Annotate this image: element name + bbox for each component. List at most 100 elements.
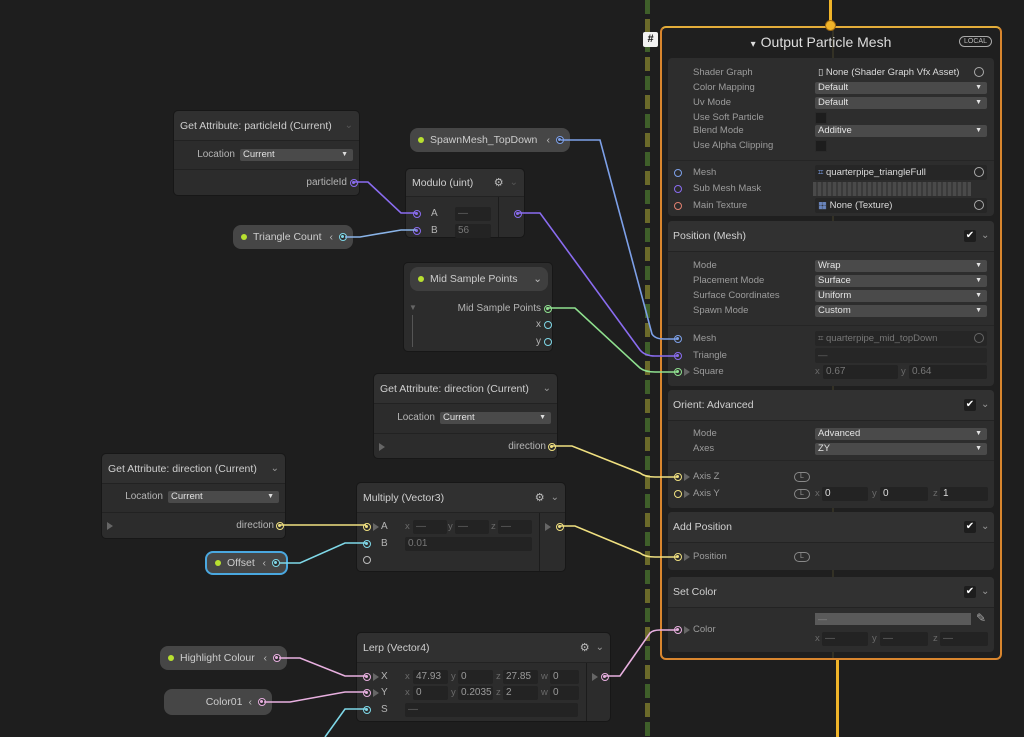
color-port[interactable] [674,626,682,634]
object-picker-icon[interactable] [974,200,984,210]
chevron-down-icon[interactable]: ⌄ [550,492,559,503]
surface-coordinates-dropdown[interactable]: Uniform▼ [815,290,987,302]
chevron-down-icon[interactable]: ⌄ [981,230,990,241]
space-local-badge[interactable]: L [794,489,810,499]
block-add-position[interactable]: Add Position ✔ ⌄ Position L [668,512,994,570]
property-highlight-colour[interactable]: Highlight Colour ‹ [160,646,287,670]
expand-triangle-icon[interactable] [545,523,551,531]
lerp-vector4-node[interactable]: Lerp (Vector4) ⚙ ⌄ X x 47.93 y 0 z 27.85… [356,632,611,722]
property-triangle-count[interactable]: Triangle Count ‹ [233,225,353,249]
property-offset[interactable]: Offset ‹ [205,551,288,575]
location-dropdown[interactable]: Current▼ [440,412,551,424]
main-texture-port[interactable] [674,202,682,210]
chevron-down-icon[interactable]: ⌄ [509,177,518,188]
axis-z-port[interactable] [674,473,682,481]
chevron-down-icon[interactable]: ⌄ [981,399,990,410]
expand-triangle-icon[interactable] [684,553,690,561]
vector4-output-port[interactable] [258,698,266,706]
edge-direction-to-axis-z[interactable] [551,445,678,478]
orient-mode-dropdown[interactable]: Advanced▼ [815,428,987,440]
axis-y-port[interactable] [674,490,682,498]
add-input-port[interactable] [363,556,371,564]
placement-mode-dropdown[interactable]: Surface▼ [815,275,987,287]
chevron-left-icon[interactable]: ‹ [546,134,551,146]
shader-graph-field[interactable]: ▯ None (Shader Graph Vfx Asset) [815,65,987,80]
expand-triangle-icon[interactable] [379,443,385,451]
location-dropdown[interactable]: Current▼ [240,149,353,161]
input-port-x[interactable] [363,673,371,681]
particleid-output-port[interactable] [350,179,358,187]
block-position-mesh[interactable]: Position (Mesh) ✔ ⌄ Mode Wrap▼ Placement… [668,221,994,386]
get-attribute-particleid-node[interactable]: Get Attribute: particleId (Current) ⌄ Lo… [173,110,360,196]
output-port[interactable] [514,210,522,218]
chevron-down-icon[interactable]: ⌄ [270,463,279,474]
chevron-left-icon[interactable]: ‹ [248,696,253,708]
uv-mode-dropdown[interactable]: Default▼ [815,97,987,109]
mesh-input-port[interactable] [674,169,682,177]
axis-y-z-field[interactable]: 1 [940,487,988,501]
input-port-y[interactable] [363,689,371,697]
chevron-left-icon[interactable]: ‹ [262,557,267,569]
input-port-b[interactable] [413,227,421,235]
property-spawnmesh-topdown[interactable]: SpawnMesh_TopDown ‹ [410,128,570,152]
object-picker-icon[interactable] [974,67,984,77]
axis-y-x-field[interactable]: 0 [822,487,868,501]
multiply-vector3-node[interactable]: Multiply (Vector3) ⚙ ⌄ A x — y — z — B 0… [356,482,566,572]
expand-triangle-icon[interactable] [373,673,379,681]
expand-triangle-icon[interactable] [592,673,598,681]
input-port-b[interactable] [363,540,371,548]
chevron-left-icon[interactable]: ‹ [329,231,334,243]
y-output-port[interactable] [544,338,552,346]
x-output-port[interactable] [544,321,552,329]
gear-icon[interactable]: ⚙ [534,492,545,504]
input-port-a[interactable] [363,523,371,531]
space-local-badge[interactable]: L [794,552,810,562]
vector2-output-port[interactable] [544,305,552,313]
expand-triangle-icon[interactable] [373,523,379,531]
property-color01[interactable]: Color01 ‹ [164,689,272,715]
triangle-port[interactable] [674,352,682,360]
mesh-output-port[interactable] [556,136,564,144]
chevron-down-icon[interactable]: ⌄ [533,273,542,285]
edge-highlight-to-lerp-x[interactable] [279,657,366,677]
mode-dropdown[interactable]: Wrap▼ [815,260,987,272]
chevron-down-icon[interactable]: ⌄ [981,586,990,597]
expand-triangle-icon[interactable] [684,368,690,376]
output-port[interactable] [601,673,609,681]
edge-color01-to-lerp-y[interactable] [264,691,366,703]
input-port-a[interactable] [413,210,421,218]
input-port-s[interactable] [363,706,371,714]
blend-mode-dropdown[interactable]: Additive▼ [815,125,987,137]
block-orient-advanced[interactable]: Orient: Advanced ✔ ⌄ Mode Advanced▼ Axes… [668,390,994,508]
use-soft-particle-checkbox[interactable] [815,112,827,124]
gear-icon[interactable]: ⚙ [579,642,590,654]
gear-icon[interactable]: ⚙ [493,177,504,189]
get-attribute-direction-node[interactable]: Get Attribute: direction (Current) ⌄ Loc… [373,373,558,459]
axis-y-y-field[interactable]: 0 [880,487,928,501]
mid-sample-points-node[interactable]: Mid Sample Points ⌄ ▼ Mid Sample Points … [403,262,553,352]
flow-input-port[interactable] [825,20,836,31]
expand-triangle-icon[interactable] [684,490,690,498]
sub-mesh-mask-field[interactable] [813,182,971,196]
space-local-badge[interactable]: L [794,472,810,482]
color-mapping-dropdown[interactable]: Default▼ [815,82,987,94]
main-texture-field[interactable]: ▦ None (Texture) [815,198,987,213]
axes-dropdown[interactable]: ZY▼ [815,443,987,455]
expand-triangle-icon[interactable] [373,689,379,697]
chevron-down-icon[interactable]: ⌄ [981,521,990,532]
expand-triangle-icon[interactable] [684,626,690,634]
chevron-down-icon[interactable]: ⌄ [344,120,353,131]
spawn-mode-dropdown[interactable]: Custom▼ [815,305,987,317]
output-particle-mesh-context[interactable]: ▾Output Particle Mesh LOCAL Shader Graph… [660,26,1002,660]
edge-offset-to-multiply-b[interactable] [279,542,366,564]
get-attribute-direction-node[interactable]: Get Attribute: direction (Current) ⌄ Loc… [101,453,286,539]
object-picker-icon[interactable] [974,167,984,177]
sticky-note-badge[interactable]: # [643,32,658,47]
use-alpha-clipping-checkbox[interactable] [815,140,827,152]
float-output-port[interactable] [339,233,347,241]
collapse-triangle-icon[interactable]: ▼ [409,303,417,312]
block-enabled-checkbox[interactable]: ✔ [964,230,976,242]
property-mid-sample-points[interactable]: Mid Sample Points ⌄ [410,267,548,291]
block-enabled-checkbox[interactable]: ✔ [964,586,976,598]
square-port[interactable] [674,368,682,376]
